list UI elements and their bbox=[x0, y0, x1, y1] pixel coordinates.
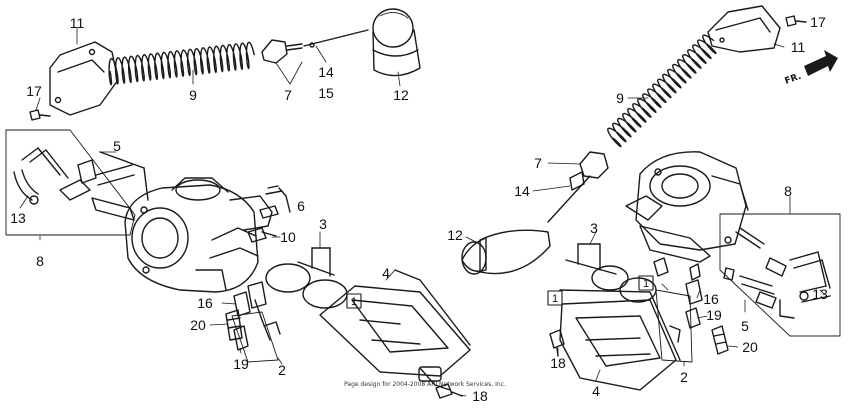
callout-20-left: 20 bbox=[190, 317, 206, 333]
callout-15-left: 15 bbox=[318, 85, 334, 101]
left-box-8-outline bbox=[5, 129, 136, 236]
callout-17-right: 17 bbox=[810, 14, 826, 30]
left-float-set-3 bbox=[265, 247, 348, 309]
callout-5-left: 5 bbox=[113, 138, 121, 154]
left-jet-needle-holder bbox=[261, 29, 369, 64]
left-screw-20 bbox=[225, 309, 243, 341]
callout-19-left: 19 bbox=[233, 356, 249, 372]
right-spring bbox=[607, 34, 717, 148]
right-parts-5 bbox=[723, 227, 795, 319]
left-carburetor-body bbox=[124, 177, 273, 293]
callout-2-left: 2 bbox=[278, 362, 286, 378]
right-carburetor-body bbox=[625, 151, 749, 263]
left-bracket-5 bbox=[59, 151, 149, 221]
boxed-1-frame-right-b bbox=[638, 275, 654, 291]
left-valve-16 bbox=[233, 281, 271, 341]
callout-8-right: 8 bbox=[784, 183, 792, 199]
callout-8-left: 8 bbox=[36, 253, 44, 269]
callout-13-left: 13 bbox=[10, 210, 26, 226]
callout-6-left: 6 bbox=[297, 198, 305, 214]
callout-16-left: 16 bbox=[197, 295, 213, 311]
callout-11-left: 11 bbox=[70, 15, 85, 31]
callout-1-right-b: 1 bbox=[643, 278, 649, 290]
callout-11-right: 11 bbox=[791, 39, 806, 55]
right-jet-needle-holder bbox=[547, 151, 609, 223]
callout-1-left: 1 bbox=[351, 296, 357, 308]
callout-18-left: 18 bbox=[472, 388, 488, 404]
callout-19-right: 19 bbox=[706, 307, 722, 323]
callout-18-right: 18 bbox=[550, 355, 566, 371]
left-screw-17 bbox=[29, 109, 51, 121]
callout-1-right-a: 1 bbox=[552, 293, 558, 305]
callout-4-left: 4 bbox=[382, 265, 390, 281]
boxed-1-frame-left bbox=[346, 293, 362, 309]
callout-12-left: 12 bbox=[393, 87, 409, 103]
left-diaphragm bbox=[372, 8, 421, 77]
callout-4-right: 4 bbox=[592, 383, 600, 399]
right-choke-hose-13 bbox=[789, 251, 831, 303]
right-top-cover bbox=[707, 5, 781, 53]
right-float-set-3 bbox=[565, 243, 657, 303]
right-screw-19 bbox=[685, 307, 701, 329]
callout-7-left: 7 bbox=[284, 87, 292, 103]
callout-12-right: 12 bbox=[447, 227, 463, 243]
callout-labels: 11 17 9 7 14 15 12 5 6 13 8 3 10 4 1 16 … bbox=[10, 14, 828, 404]
left-top-cover bbox=[49, 41, 119, 116]
callout-14-left: 14 bbox=[318, 64, 334, 80]
boxed-1-frame-right-a bbox=[547, 290, 563, 306]
callout-7-right: 7 bbox=[534, 155, 542, 171]
left-screw-19 bbox=[233, 325, 249, 351]
front-direction-arrow-icon bbox=[804, 50, 838, 76]
callout-3-right: 3 bbox=[590, 220, 598, 236]
callout-10-left: 10 bbox=[280, 229, 296, 245]
right-valve-16 bbox=[653, 257, 703, 305]
left-choke-hose-13 bbox=[13, 147, 69, 205]
left-bracket-2 bbox=[231, 311, 281, 363]
left-screw-6 bbox=[259, 185, 291, 219]
right-float-bowl-4 bbox=[559, 289, 681, 391]
left-float-bowl-4 bbox=[319, 269, 471, 391]
callout-9-left: 9 bbox=[189, 87, 197, 103]
callout-16-right: 16 bbox=[703, 291, 719, 307]
right-box-8-outline bbox=[719, 213, 841, 337]
right-screw-17 bbox=[785, 15, 807, 27]
callout-14-right: 14 bbox=[514, 183, 530, 199]
right-screw-20 bbox=[711, 325, 729, 355]
right-diaphragm bbox=[461, 229, 551, 275]
callout-3-left: 3 bbox=[319, 216, 327, 232]
callout-2-right: 2 bbox=[680, 369, 688, 385]
front-direction-label: FR. bbox=[784, 72, 803, 87]
callout-13-right: 13 bbox=[812, 286, 828, 302]
leader-lines bbox=[19, 21, 825, 397]
left-screw-10 bbox=[247, 227, 277, 243]
copyright-footer: Page design for 2004-2008 ARI Network Se… bbox=[344, 381, 506, 388]
right-bracket-2 bbox=[655, 289, 693, 363]
left-spring bbox=[108, 41, 255, 86]
callout-17-left: 17 bbox=[26, 83, 42, 99]
callout-20-right: 20 bbox=[742, 339, 758, 355]
callout-5-right: 5 bbox=[741, 318, 749, 334]
callout-9-right: 9 bbox=[616, 90, 624, 106]
